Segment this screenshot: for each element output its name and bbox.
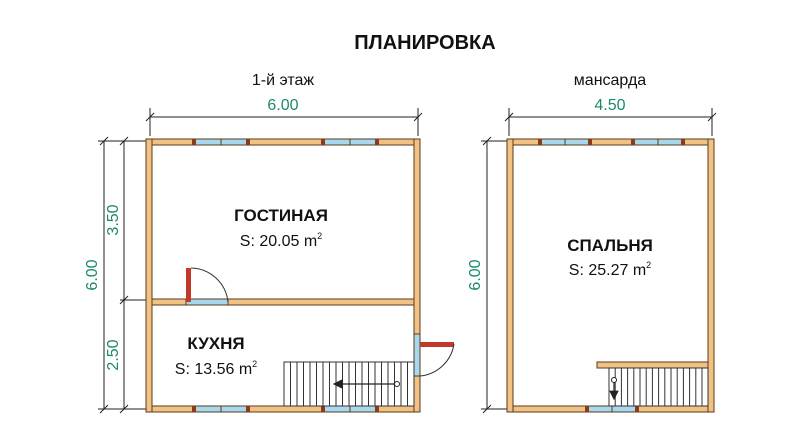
page-title: ПЛАНИРОВКА: [354, 32, 495, 54]
floor1-height-text: 6.00: [84, 259, 101, 290]
floor2-width-text: 4.50: [594, 97, 625, 114]
floor2-height-text: 6.00: [467, 259, 484, 290]
floor1-width-text: 6.00: [267, 97, 298, 114]
floor1-seg-top-text: 3.50: [105, 204, 122, 235]
window-icon: [192, 138, 250, 146]
arrow-down-icon: [609, 377, 619, 401]
room-name-living: ГОСТИНАЯ: [234, 206, 328, 225]
room-area-living: S: 20.05 m2: [240, 231, 322, 250]
arrow-left-icon: [332, 379, 400, 389]
window-icon: [585, 405, 639, 413]
floor2-height-dimension: 6.00: [467, 136, 507, 414]
floor1-walls: [145, 138, 421, 413]
room-name-bedroom: СПАЛЬНЯ: [567, 236, 653, 255]
floor1-segment-dimension: 3.50 2.50: [105, 136, 148, 414]
window-icon: [321, 138, 379, 146]
room-name-kitchen: КУХНЯ: [187, 334, 244, 353]
window-icon: [321, 405, 379, 413]
window-icon: [538, 138, 592, 146]
floor1-width-dimension: 6.00: [145, 97, 423, 136]
window-icon: [192, 405, 250, 413]
floor1-height-dimension: 6.00: [84, 136, 148, 414]
floor2-width-dimension: 4.50: [504, 97, 717, 136]
window-icon: [631, 138, 685, 146]
door-icon: [185, 267, 229, 306]
floor2-label: мансарда: [574, 72, 647, 89]
floor1-label: 1-й этаж: [252, 72, 314, 89]
room-area-bedroom: S: 25.27 m2: [569, 260, 651, 279]
staircase-icon: [608, 367, 709, 407]
room-area-kitchen: S: 13.56 m2: [175, 359, 257, 378]
door-icon: [413, 333, 455, 377]
floor1-seg-bottom-text: 2.50: [105, 339, 122, 370]
